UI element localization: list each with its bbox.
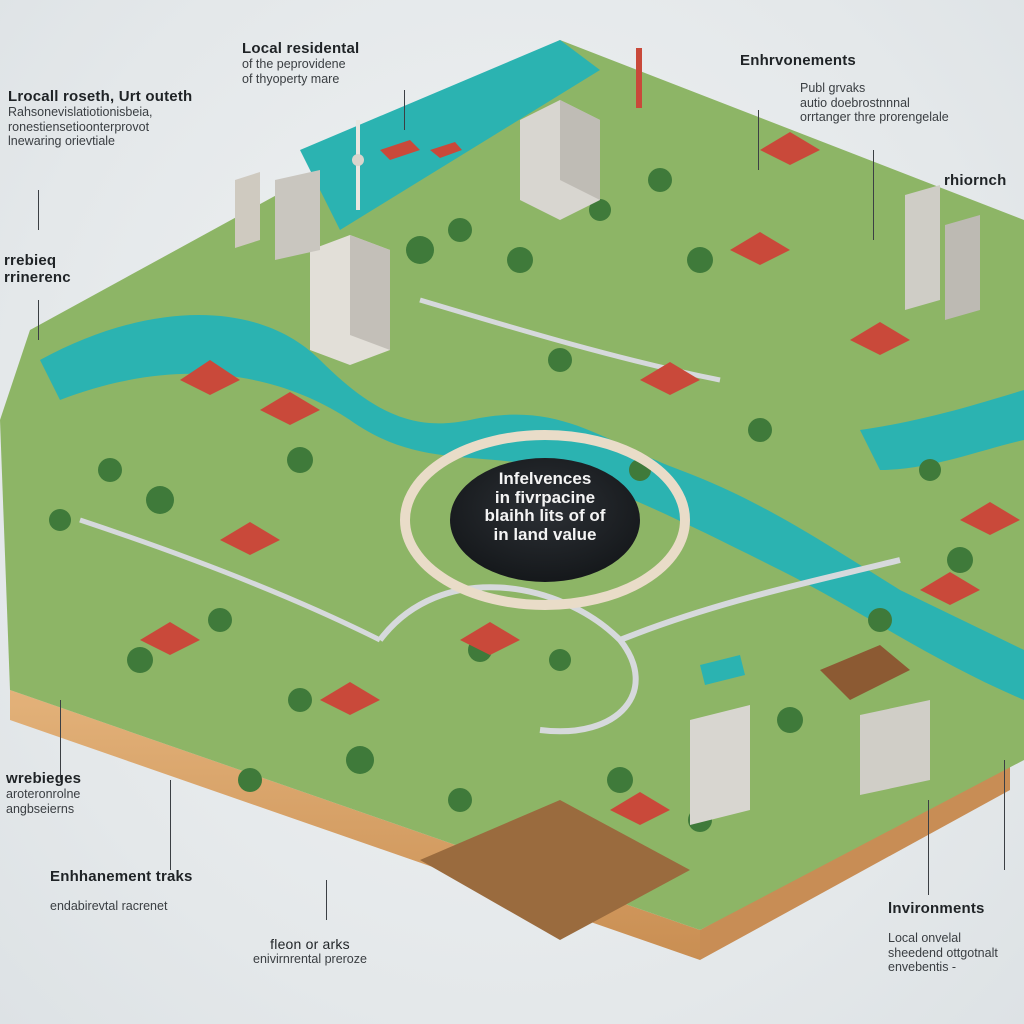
river-right — [860, 390, 1024, 470]
label-enhhanement-traks: Enhhanement traks endabirevtal racrenet — [50, 868, 193, 914]
road-east — [618, 557, 901, 643]
label-enhrvonements: Enhrvonements Publ grvaks autio doebrost… — [740, 52, 949, 124]
label-rrebieg: rrebieq rrinerenc — [4, 252, 71, 287]
road-ring — [377, 584, 639, 735]
leader-line-enhrvonements-2 — [873, 150, 874, 240]
center-badge-line-4: in land value — [493, 525, 597, 545]
river-top — [300, 40, 600, 230]
river-main — [40, 315, 1024, 700]
label-rhiornch: rhiornch — [944, 172, 1007, 189]
chimney — [636, 48, 642, 108]
center-badge-shape — [450, 458, 640, 582]
leader-line-local-growth — [38, 190, 39, 230]
base-soil-right — [700, 760, 1010, 960]
field-south — [420, 800, 690, 940]
leader-line-enhrvonements — [758, 110, 759, 170]
label-local-growth: Lrocall roseth, Urt outeth Rahsonevislat… — [8, 88, 193, 148]
high-rise-buildings — [235, 100, 980, 825]
trees — [49, 168, 973, 832]
center-badge-text: Infelvences in fivrpacine blaihh lits of… — [455, 469, 635, 545]
label-lnvironments: lnvironments Local onvelal sheedend ottg… — [888, 900, 998, 974]
leader-line-wrebieges — [60, 700, 61, 780]
pond — [700, 655, 745, 685]
leader-line-traks — [170, 780, 171, 870]
center-badge-line-1: Infelvences — [498, 469, 592, 488]
label-local-residental: Local residental of the peprovidene of t… — [242, 40, 360, 86]
center-badge-line-2: in fivrpacine — [494, 487, 596, 507]
label-fleon-arks: enivirnrental preroze fleon or arks eniv… — [253, 936, 367, 967]
leader-line-local-residental — [404, 90, 405, 130]
field-east — [820, 645, 910, 700]
red-roof-houses — [140, 132, 1020, 825]
road-west — [79, 517, 382, 643]
center-badge-line-3: blaihh lits of of — [484, 506, 606, 526]
leader-line-lnvironments — [928, 800, 929, 895]
label-wrebieges: wrebieges aroteronrolne angbseierns — [6, 770, 82, 816]
leader-line-rrebieg — [38, 300, 39, 340]
center-ring — [400, 430, 690, 610]
leader-line-arks — [326, 880, 327, 920]
boats — [380, 140, 462, 160]
leader-line-right-pole — [1004, 760, 1005, 870]
